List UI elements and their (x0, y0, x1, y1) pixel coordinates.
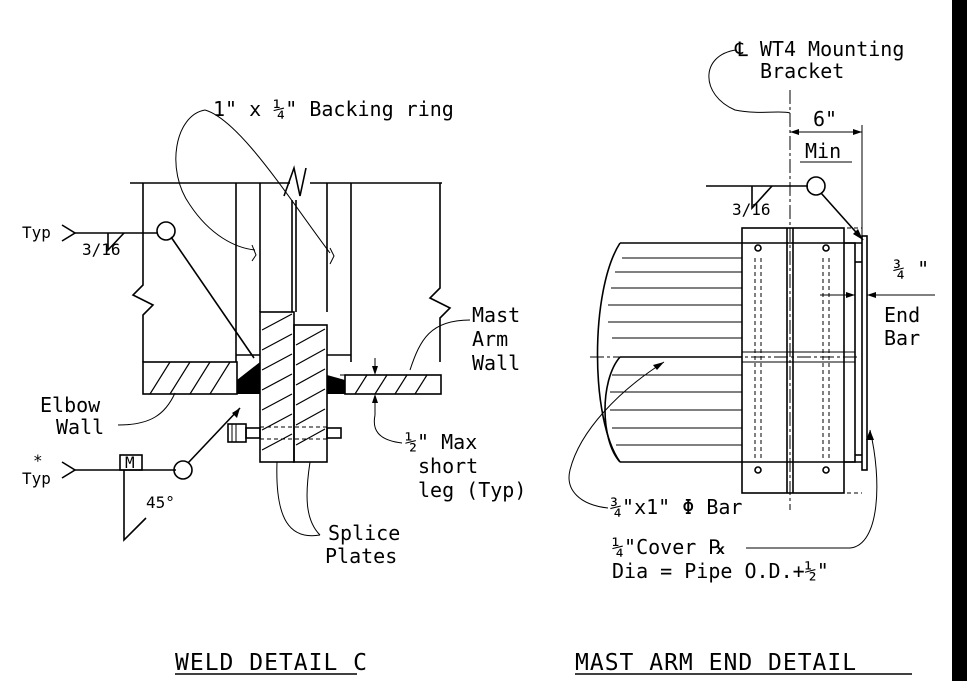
typ-bottom-label: Typ (22, 469, 51, 488)
max-short-leg-label-3: leg (Typ) (418, 478, 526, 502)
sheet-border (952, 0, 967, 681)
weld-detail-title: WELD DETAIL C (175, 650, 368, 676)
elbow-wall-label-1: Elbow (40, 393, 101, 417)
weld-size-top-label: 3/16 (82, 240, 121, 259)
mast-arm-wall-label-3: Wall (472, 351, 520, 375)
dim-three-quarter-label: ¾ " (893, 257, 929, 281)
end-bar-label-1: End (884, 303, 920, 327)
bar-label: ¾"x1" Φ Bar (610, 495, 742, 519)
dim-6-label: 6" (813, 107, 837, 131)
weld-size-end-label: 3/16 (732, 200, 771, 219)
max-short-leg-label-2: short (418, 454, 478, 478)
mast-arm-end-detail: ℄ WT4 Mounting Bracket 6" Min 3/16 ¾ " E… (568, 37, 935, 676)
mast-arm-end-title: MAST ARM END DETAIL (575, 650, 857, 676)
dia-formula-label: Dia = Pipe O.D.+½" (612, 559, 829, 583)
typ-top-label: Typ (22, 223, 51, 242)
elbow-wall-label-2: Wall (56, 415, 104, 439)
mast-arm-wall-label-2: Arm (472, 327, 508, 351)
bracket-label-1: ℄ WT4 Mounting (734, 37, 904, 61)
bracket-label-2: Bracket (760, 59, 844, 83)
splice-plates-label-1: Splice (328, 521, 400, 545)
weld-detail-c: 1" x ¼" Backing ring Typ 3/16 Mast Arm W… (22, 97, 526, 676)
backing-ring-label: 1" x ¼" Backing ring (213, 97, 454, 121)
max-short-leg-label-1: ½" Max (405, 430, 477, 454)
cover-plate-label: ¼"Cover ℞ (612, 535, 726, 559)
fillet-weld-left (237, 362, 260, 394)
end-bar-label-2: Bar (884, 326, 920, 350)
asterisk-mark: * (33, 451, 43, 470)
splice-plates-label-2: Plates (325, 544, 397, 568)
mast-arm-wall-label-1: Mast (472, 303, 520, 327)
fillet-weld-right (327, 375, 345, 394)
weld-flag-m: M (125, 453, 135, 472)
angle-label: 45° (146, 493, 175, 512)
dim-min-label: Min (805, 139, 841, 163)
